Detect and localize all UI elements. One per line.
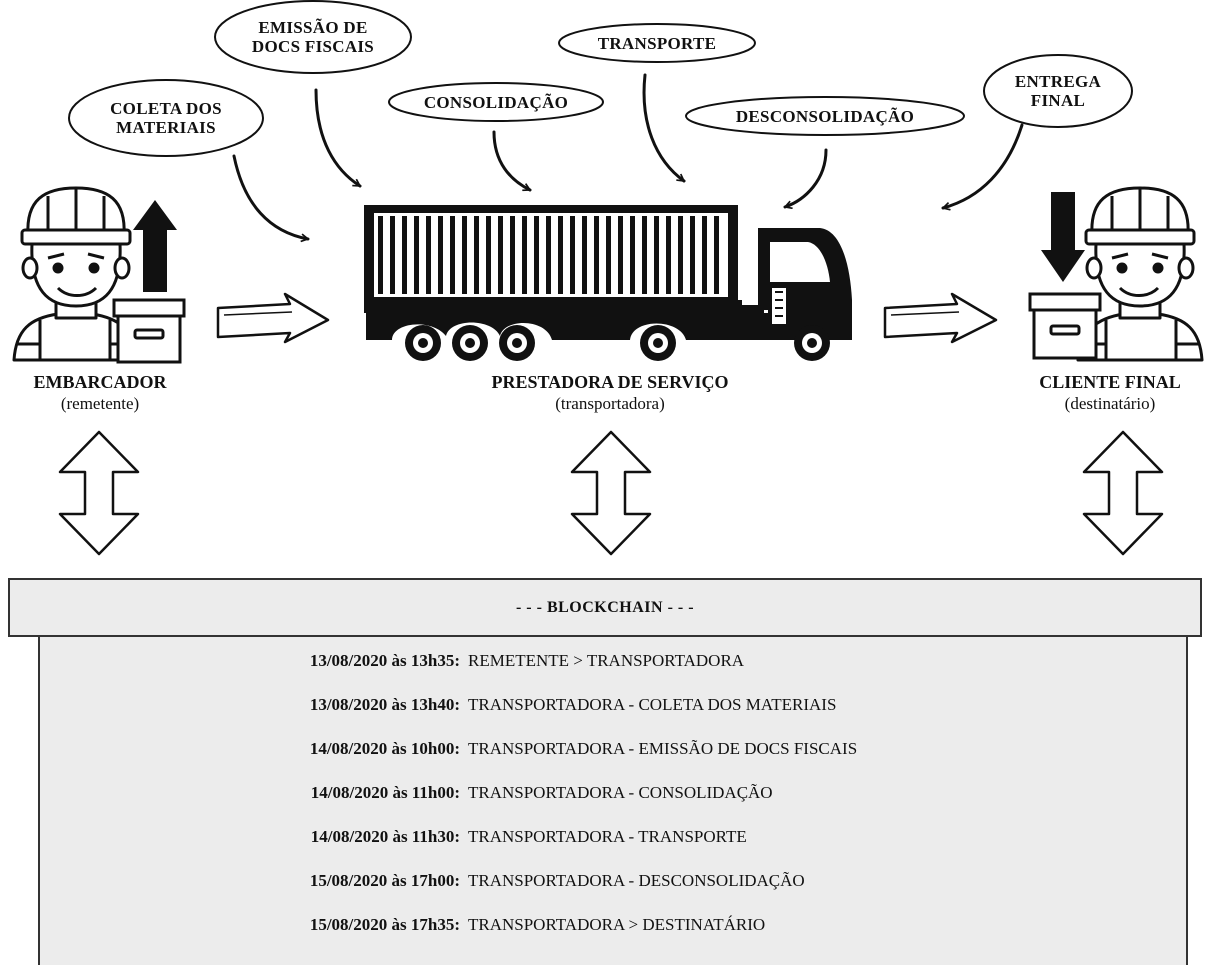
ledger-entry: 15/08/2020 às 17h35: TRANSPORTADORA > DE…	[40, 915, 1186, 937]
actor-prestadora-name: PRESTADORA DE SERVIÇO	[410, 372, 810, 393]
step-consolidacao-label: CONSOLIDAÇÃO	[396, 90, 596, 114]
step-coleta-label: COLETA DOS MATERIAIS	[79, 90, 253, 146]
customer-box-icon	[1030, 294, 1100, 358]
flow-arrow-to-customer	[885, 294, 996, 342]
ledger-timestamp: 13/08/2020 às 13h35:	[310, 651, 460, 671]
ledger-timestamp: 14/08/2020 às 11h30:	[311, 827, 460, 847]
actor-embarcador: EMBARCADOR (remetente)	[0, 372, 200, 414]
actor-cliente-name: CLIENTE FINAL	[1010, 372, 1210, 393]
ledger-entry: 15/08/2020 às 17h00: TRANSPORTADORA - DE…	[40, 871, 1186, 893]
blockchain-title: - - - BLOCKCHAIN - - -	[8, 578, 1202, 637]
ledger-timestamp: 14/08/2020 às 10h00:	[310, 739, 460, 759]
ledger-event: TRANSPORTADORA - CONSOLIDAÇÃO	[468, 783, 773, 803]
truck-icon	[364, 205, 852, 361]
ledger-entry: 13/08/2020 às 13h35: REMETENTE > TRANSPO…	[40, 651, 1186, 673]
ledger-entry: 14/08/2020 às 11h30: TRANSPORTADORA - TR…	[40, 827, 1186, 849]
actor-embarcador-name: EMBARCADOR	[0, 372, 200, 393]
ledger-event: TRANSPORTADORA - TRANSPORTE	[468, 827, 747, 847]
flow-arrow-to-truck	[218, 294, 328, 342]
ledger-timestamp: 15/08/2020 às 17h00:	[310, 871, 460, 891]
curved-arrow-desconsolidacao	[785, 150, 826, 207]
ledger-event: REMETENTE > TRANSPORTADORA	[468, 651, 744, 671]
curved-arrow-entrega	[943, 125, 1022, 208]
curved-arrow-emissao	[316, 90, 360, 186]
double-arrow-embarcador	[60, 432, 138, 554]
blockchain-ledger: 13/08/2020 às 13h35: REMETENTE > TRANSPO…	[38, 635, 1188, 965]
double-arrow-prestadora	[572, 432, 650, 554]
ledger-entry: 14/08/2020 às 11h00: TRANSPORTADORA - CO…	[40, 783, 1186, 805]
down-arrow-icon	[1041, 192, 1085, 282]
ledger-timestamp: 13/08/2020 às 13h40:	[310, 695, 460, 715]
ledger-event: TRANSPORTADORA - DESCONSOLIDAÇÃO	[468, 871, 805, 891]
actor-prestadora: PRESTADORA DE SERVIÇO (transportadora)	[410, 372, 810, 414]
ledger-entry: 14/08/2020 às 10h00: TRANSPORTADORA - EM…	[40, 739, 1186, 761]
step-emissao-label: EMISSÃO DE DOCS FISCAIS	[225, 9, 401, 65]
up-arrow-icon	[133, 200, 177, 292]
actor-prestadora-role: (transportadora)	[410, 393, 810, 414]
shipper-box-icon	[114, 300, 184, 362]
ledger-event: TRANSPORTADORA - EMISSÃO DE DOCS FISCAIS	[468, 739, 857, 759]
curved-arrow-coleta	[234, 156, 308, 239]
actor-embarcador-role: (remetente)	[0, 393, 200, 414]
ledger-timestamp: 15/08/2020 às 17h35:	[310, 915, 460, 935]
ledger-entry: 13/08/2020 às 13h40: TRANSPORTADORA - CO…	[40, 695, 1186, 717]
step-transporte-label: TRANSPORTE	[566, 31, 748, 55]
curved-arrow-consolidacao	[494, 132, 530, 190]
actor-cliente: CLIENTE FINAL (destinatário)	[1010, 372, 1210, 414]
actor-cliente-role: (destinatário)	[1010, 393, 1210, 414]
ledger-event: TRANSPORTADORA > DESTINATÁRIO	[468, 915, 765, 935]
step-desconsolidacao-label: DESCONSOLIDAÇÃO	[695, 104, 955, 128]
curved-arrow-transporte	[644, 75, 684, 181]
step-entrega-label: ENTREGA FINAL	[990, 63, 1126, 119]
ledger-timestamp: 14/08/2020 às 11h00:	[311, 783, 460, 803]
double-arrow-cliente	[1084, 432, 1162, 554]
ledger-event: TRANSPORTADORA - COLETA DOS MATERIAIS	[468, 695, 836, 715]
